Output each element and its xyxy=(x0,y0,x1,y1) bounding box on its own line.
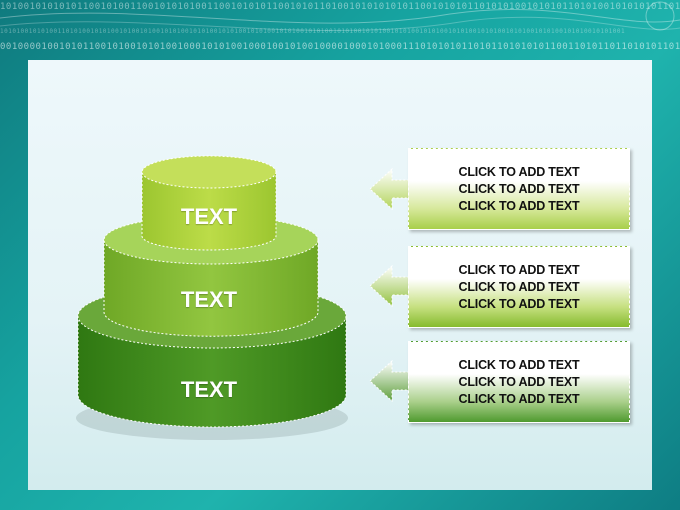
tier-bottom-label[interactable]: TEXT xyxy=(180,377,238,402)
text-box-3[interactable]: CLICK TO ADD TEXT CLICK TO ADD TEXT CLIC… xyxy=(408,341,630,423)
placeholder-text: CLICK TO ADD TEXT xyxy=(458,164,580,179)
arrow-left-icon xyxy=(369,264,411,308)
placeholder-text: CLICK TO ADD TEXT xyxy=(458,262,580,277)
placeholder-text: CLICK TO ADD TEXT xyxy=(458,181,580,196)
placeholder-text: CLICK TO ADD TEXT xyxy=(458,374,580,389)
placeholder-text: CLICK TO ADD TEXT xyxy=(458,198,580,213)
placeholder-text: CLICK TO ADD TEXT xyxy=(458,357,580,372)
text-box-1[interactable]: CLICK TO ADD TEXT CLICK TO ADD TEXT CLIC… xyxy=(408,148,630,230)
arrow-left-icon xyxy=(369,167,411,211)
text-box-2[interactable]: CLICK TO ADD TEXT CLICK TO ADD TEXT CLIC… xyxy=(408,246,630,328)
arrow-left-icon xyxy=(369,359,411,403)
placeholder-text: CLICK TO ADD TEXT xyxy=(458,296,580,311)
header-wave-decoration xyxy=(0,1,680,32)
tier-top xyxy=(141,155,277,251)
tier-middle-label[interactable]: TEXT xyxy=(180,287,238,312)
binary-row: 1010010101010110010100110010101010011001… xyxy=(0,2,680,12)
placeholder-text: CLICK TO ADD TEXT xyxy=(458,279,580,294)
binary-row: 0010000100101011001010010101001000101010… xyxy=(0,42,680,52)
placeholder-text: CLICK TO ADD TEXT xyxy=(458,391,580,406)
binary-row: 1010100101010011010100101010010100101001… xyxy=(0,28,626,35)
tier-top-label[interactable]: TEXT xyxy=(180,204,238,229)
